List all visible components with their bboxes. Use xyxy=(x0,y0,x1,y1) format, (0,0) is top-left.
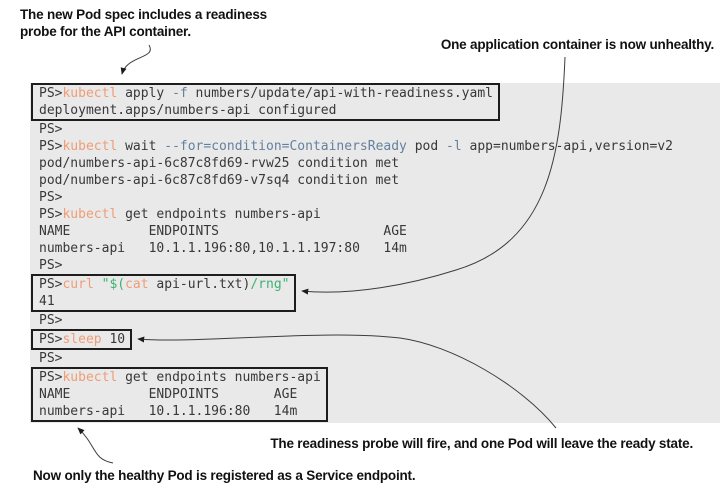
terminal-line: PS>kubectl apply -f numbers/update/api-w… xyxy=(39,85,493,102)
terminal-line: pod/numbers-api-6c87c8fd69-rvw25 conditi… xyxy=(39,155,720,172)
terminal-text-segment: numbers-api 10.1.1.196:80,10.1.1.197:80 … xyxy=(39,241,407,256)
annotation-unhealthy-container: One application container is now unhealt… xyxy=(440,37,714,52)
terminal-text-segment: PS> xyxy=(39,258,63,273)
terminal-line: 41 xyxy=(39,293,289,310)
terminal-text-segment: 41 xyxy=(39,294,55,309)
curl-command-box: PS>curl "$(cat api-url.txt)/rng"41 xyxy=(31,274,297,312)
apply-command-box: PS>kubectl apply -f numbers/update/api-w… xyxy=(31,83,500,121)
annotation-healthy-pod: Now only the healthy Pod is registered a… xyxy=(33,468,416,483)
terminal-line: PS>kubectl wait --for=condition=Containe… xyxy=(39,138,720,155)
terminal-line: numbers-api 10.1.1.196:80 14m xyxy=(39,403,321,420)
terminal-text-segment: sleep xyxy=(62,332,102,347)
terminal-text-segment: deployment.apps/numbers-api configured xyxy=(39,103,337,118)
terminal-text-segment: kubectl xyxy=(62,86,118,101)
terminal-text-segment: wait xyxy=(117,139,165,154)
terminal-text-segment: get endpoints numbers-api xyxy=(117,370,321,385)
terminal-text-segment: PS> xyxy=(39,122,63,137)
terminal-text-segment: PS> xyxy=(39,351,63,366)
terminal-line: deployment.apps/numbers-api configured xyxy=(39,102,493,119)
terminal-line: PS> xyxy=(39,257,720,274)
terminal-line: PS> xyxy=(39,312,720,329)
terminal-text-segment: 10 xyxy=(101,332,126,347)
terminal-text-segment: -f xyxy=(172,86,188,101)
terminal-text-segment: kubectl xyxy=(62,207,118,222)
terminal-line: PS>kubectl get endpoints numbers-api xyxy=(39,206,720,223)
terminal-text-segment: get endpoints numbers-api xyxy=(117,207,321,222)
prompt-gap-1: PS> xyxy=(39,312,720,329)
terminal-text-segment: PS> xyxy=(39,332,63,347)
terminal-text-segment: cat xyxy=(125,277,149,292)
terminal-text-segment: PS> xyxy=(39,139,63,154)
terminal-text-segment: --for=condition=ContainersReady xyxy=(164,139,407,154)
terminal-text-segment: api-url.txt) xyxy=(148,277,251,292)
terminal-text-segment: PS> xyxy=(39,207,63,222)
terminal-text-segment: kubectl xyxy=(62,370,118,385)
terminal-screenshot: PS>kubectl apply -f numbers/update/api-w… xyxy=(30,83,720,423)
annotation-readiness-fire: The readiness probe will fire, and one P… xyxy=(270,436,693,451)
terminal-text-segment: PS> xyxy=(39,277,63,292)
terminal-line: PS>curl "$(cat api-url.txt)/rng" xyxy=(39,276,289,293)
terminal-text-segment: PS> xyxy=(39,86,63,101)
terminal-text-segment: PS> xyxy=(39,370,63,385)
terminal-text-segment: pod/numbers-api-6c87c8fd69-v7sq4 conditi… xyxy=(39,173,400,188)
terminal-text-segment: app=numbers-api,version=v2 xyxy=(461,139,674,154)
terminal-text-segment xyxy=(94,277,102,292)
terminal-text-segment: NAME ENDPOINTS AGE xyxy=(39,387,298,402)
terminal-line: PS> xyxy=(39,350,720,367)
terminal-line: PS>sleep 10 xyxy=(39,331,125,348)
annotation-readiness-probe: The new Pod spec includes a readiness pr… xyxy=(20,6,267,40)
terminal-text-segment: curl xyxy=(62,277,94,292)
terminal-line: pod/numbers-api-6c87c8fd69-v7sq4 conditi… xyxy=(39,172,720,189)
arrow-healthy-pod-to-endpoints-box xyxy=(77,427,114,464)
terminal-text-segment: PS> xyxy=(39,190,63,205)
prompt-gap-2: PS> xyxy=(39,350,720,367)
wait-and-endpoints-output: PS>PS>kubectl wait --for=condition=Conta… xyxy=(39,121,720,274)
terminal-text-segment: numbers-api 10.1.1.196:80 14m xyxy=(39,404,298,419)
sleep-command-box: PS>sleep 10 xyxy=(31,329,133,350)
terminal-text-segment: /rng" xyxy=(250,277,290,292)
terminal-line: NAME ENDPOINTS AGE xyxy=(39,386,321,403)
terminal-text-segment: apply xyxy=(117,86,173,101)
terminal-text-segment: pod/numbers-api-6c87c8fd69-rvw25 conditi… xyxy=(39,156,400,171)
terminal-text-segment: numbers/update/api-with-readiness.yaml xyxy=(187,86,493,101)
terminal-text-segment: "$( xyxy=(101,277,126,292)
terminal-text-segment: pod xyxy=(406,139,447,154)
terminal-line: NAME ENDPOINTS AGE xyxy=(39,223,720,240)
terminal-line: PS> xyxy=(39,189,720,206)
terminal-text-segment: NAME ENDPOINTS AGE xyxy=(39,224,407,239)
terminal-text-segment: PS> xyxy=(39,313,63,328)
annotation-line: probe for the API container. xyxy=(20,24,191,39)
terminal-line: PS> xyxy=(39,121,720,138)
terminal-line: numbers-api 10.1.1.196:80,10.1.1.197:80 … xyxy=(39,240,720,257)
terminal-text-segment: -l xyxy=(446,139,462,154)
annotation-line: The new Pod spec includes a readiness xyxy=(20,7,267,22)
terminal-line: PS>kubectl get endpoints numbers-api xyxy=(39,369,321,386)
arrow-readiness-probe-to-apply-box xyxy=(120,44,151,75)
terminal-text-segment: kubectl xyxy=(62,139,118,154)
